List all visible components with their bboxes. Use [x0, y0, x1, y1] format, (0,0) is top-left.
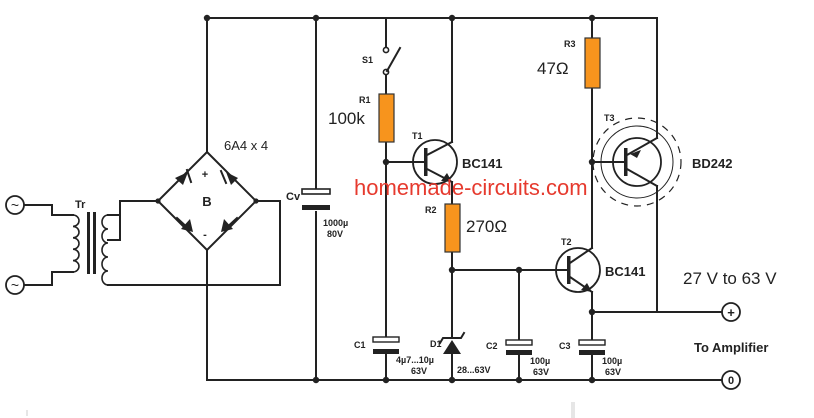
capacitor-c2 — [505, 339, 533, 355]
junction-dot — [515, 376, 523, 384]
ac-input-terminal-bottom[interactable]: ~ — [5, 275, 25, 295]
r3-value-label: 47Ω — [537, 59, 569, 78]
r3-label: R3 — [564, 39, 576, 49]
resistor-r2 — [444, 203, 461, 253]
transistor-t2 — [555, 246, 601, 294]
output-plus-sign: + — [727, 305, 735, 320]
transistor-t1 — [411, 139, 458, 185]
junction-dot — [312, 376, 320, 384]
ac-symbol-label: ~ — [11, 277, 19, 293]
c2-voltage-label: 63V — [533, 367, 549, 377]
output-positive-terminal[interactable]: + — [721, 302, 741, 322]
junction-dot — [203, 14, 211, 22]
junction-dot — [588, 158, 596, 166]
junction-dot — [588, 308, 596, 316]
c1-voltage-label: 63V — [411, 366, 427, 376]
bridge-ac-right-wire — [107, 200, 281, 286]
bridge-rating-label: 6A4 x 4 — [224, 138, 268, 153]
ac-symbol-label: ~ — [11, 197, 19, 213]
transistor-t3 — [611, 136, 662, 188]
bridge-label: B — [202, 194, 211, 209]
junction-dot — [312, 14, 320, 22]
cv-voltage-label: 80V — [327, 229, 343, 239]
resistor-r3 — [584, 37, 601, 89]
t1-label: T1 — [412, 131, 423, 141]
junction-dot — [588, 14, 596, 22]
primary-top-wire — [23, 204, 74, 216]
c3-value-label: 100µ — [602, 356, 622, 366]
capacitor-c1 — [372, 336, 400, 354]
scan-artifact — [571, 402, 575, 418]
resistor-r1 — [378, 93, 395, 143]
c1-label: C1 — [354, 340, 366, 350]
junction-dot — [515, 266, 523, 274]
ac-input-terminal-top[interactable]: ~ — [5, 195, 25, 215]
c3-label: C3 — [559, 341, 571, 351]
zener-diode-d1 — [438, 331, 466, 354]
transformer-label: Tr — [75, 199, 86, 211]
junction-dot — [448, 266, 456, 274]
c2-label: C2 — [486, 341, 498, 351]
output-ground-terminal[interactable]: 0 — [721, 370, 741, 390]
junction-dot — [382, 158, 390, 166]
bridge-plus-label: + — [202, 169, 208, 181]
output-zero-sign: 0 — [728, 375, 734, 387]
s1-label: S1 — [362, 55, 373, 65]
junction-dot — [448, 14, 456, 22]
capacitor-c3 — [578, 339, 606, 355]
primary-bottom-wire — [23, 271, 74, 286]
c1-value-label: 4µ7...10µ — [396, 355, 434, 365]
d1-label: D1 — [430, 339, 442, 349]
cv-value-label: 1000µ — [323, 218, 348, 228]
bridge-rectifier — [156, 150, 258, 252]
watermark-text: homemade-circuits.com — [354, 175, 588, 200]
r2-label: R2 — [425, 205, 437, 215]
transformer-symbol — [72, 212, 109, 286]
switch-s1[interactable] — [382, 46, 402, 76]
output-range-label: 27 V to 63 V — [683, 269, 777, 288]
t2-label: T2 — [561, 237, 572, 247]
c3-voltage-label: 63V — [605, 367, 621, 377]
scan-artifact — [26, 410, 28, 416]
junction-dot — [588, 376, 596, 384]
t3-type-label: BD242 — [692, 156, 732, 171]
d1-value-label: 28...63V — [457, 365, 491, 375]
transistor-t3-heatsink — [592, 117, 682, 207]
output-note-label: To Amplifier — [694, 340, 768, 355]
r2-value-label: 270Ω — [466, 217, 507, 236]
bridge-ac-left-wire — [107, 200, 159, 241]
t1-type-label: BC141 — [462, 156, 502, 171]
t2-type-label: BC141 — [605, 264, 645, 279]
t3-label: T3 — [604, 113, 615, 123]
capacitor-cv — [301, 188, 331, 210]
r1-value-label: 100k — [328, 109, 365, 128]
junction-dot — [382, 376, 390, 384]
r1-label: R1 — [359, 95, 371, 105]
bridge-minus-label: - — [203, 229, 207, 241]
c2-value-label: 100µ — [530, 356, 550, 366]
cv-label: Cv — [286, 191, 301, 203]
junction-dot — [448, 376, 456, 384]
